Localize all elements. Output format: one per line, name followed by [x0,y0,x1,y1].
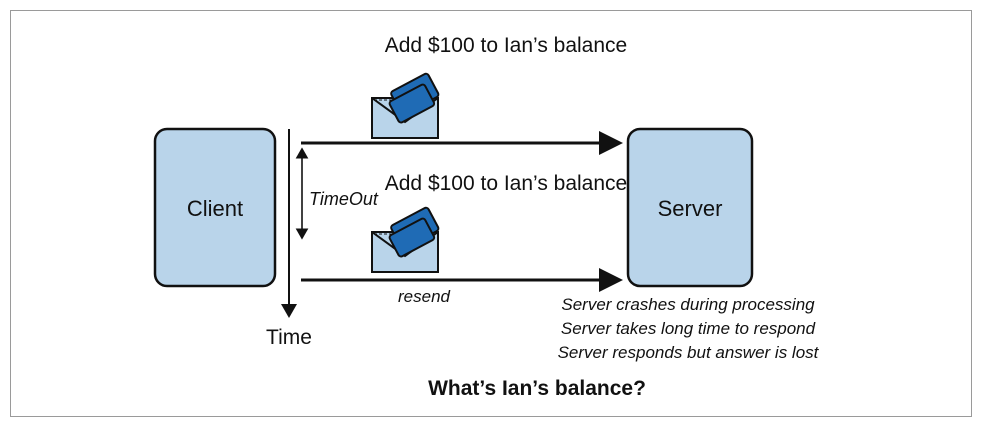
failure-reason: Server takes long time to respond [561,319,816,338]
server-box [626,127,754,288]
time-label: Time [266,326,312,349]
message-label-top: Add $100 to Ian’s balance [385,34,627,57]
resend-label: resend [398,287,451,306]
client-box [153,127,277,288]
failure-reason: Server responds but answer is lost [558,343,820,362]
client-label: Client [187,196,243,221]
message-label-resend: Add $100 to Ian’s balance [385,172,627,195]
question-caption: What’s Ian’s balance? [428,377,646,400]
server-label: Server [658,196,723,221]
envelope-icon [371,206,440,273]
envelope-icon [371,72,440,139]
timeout-label: TimeOut [309,189,379,209]
failure-reason: Server crashes during processing [561,295,815,314]
